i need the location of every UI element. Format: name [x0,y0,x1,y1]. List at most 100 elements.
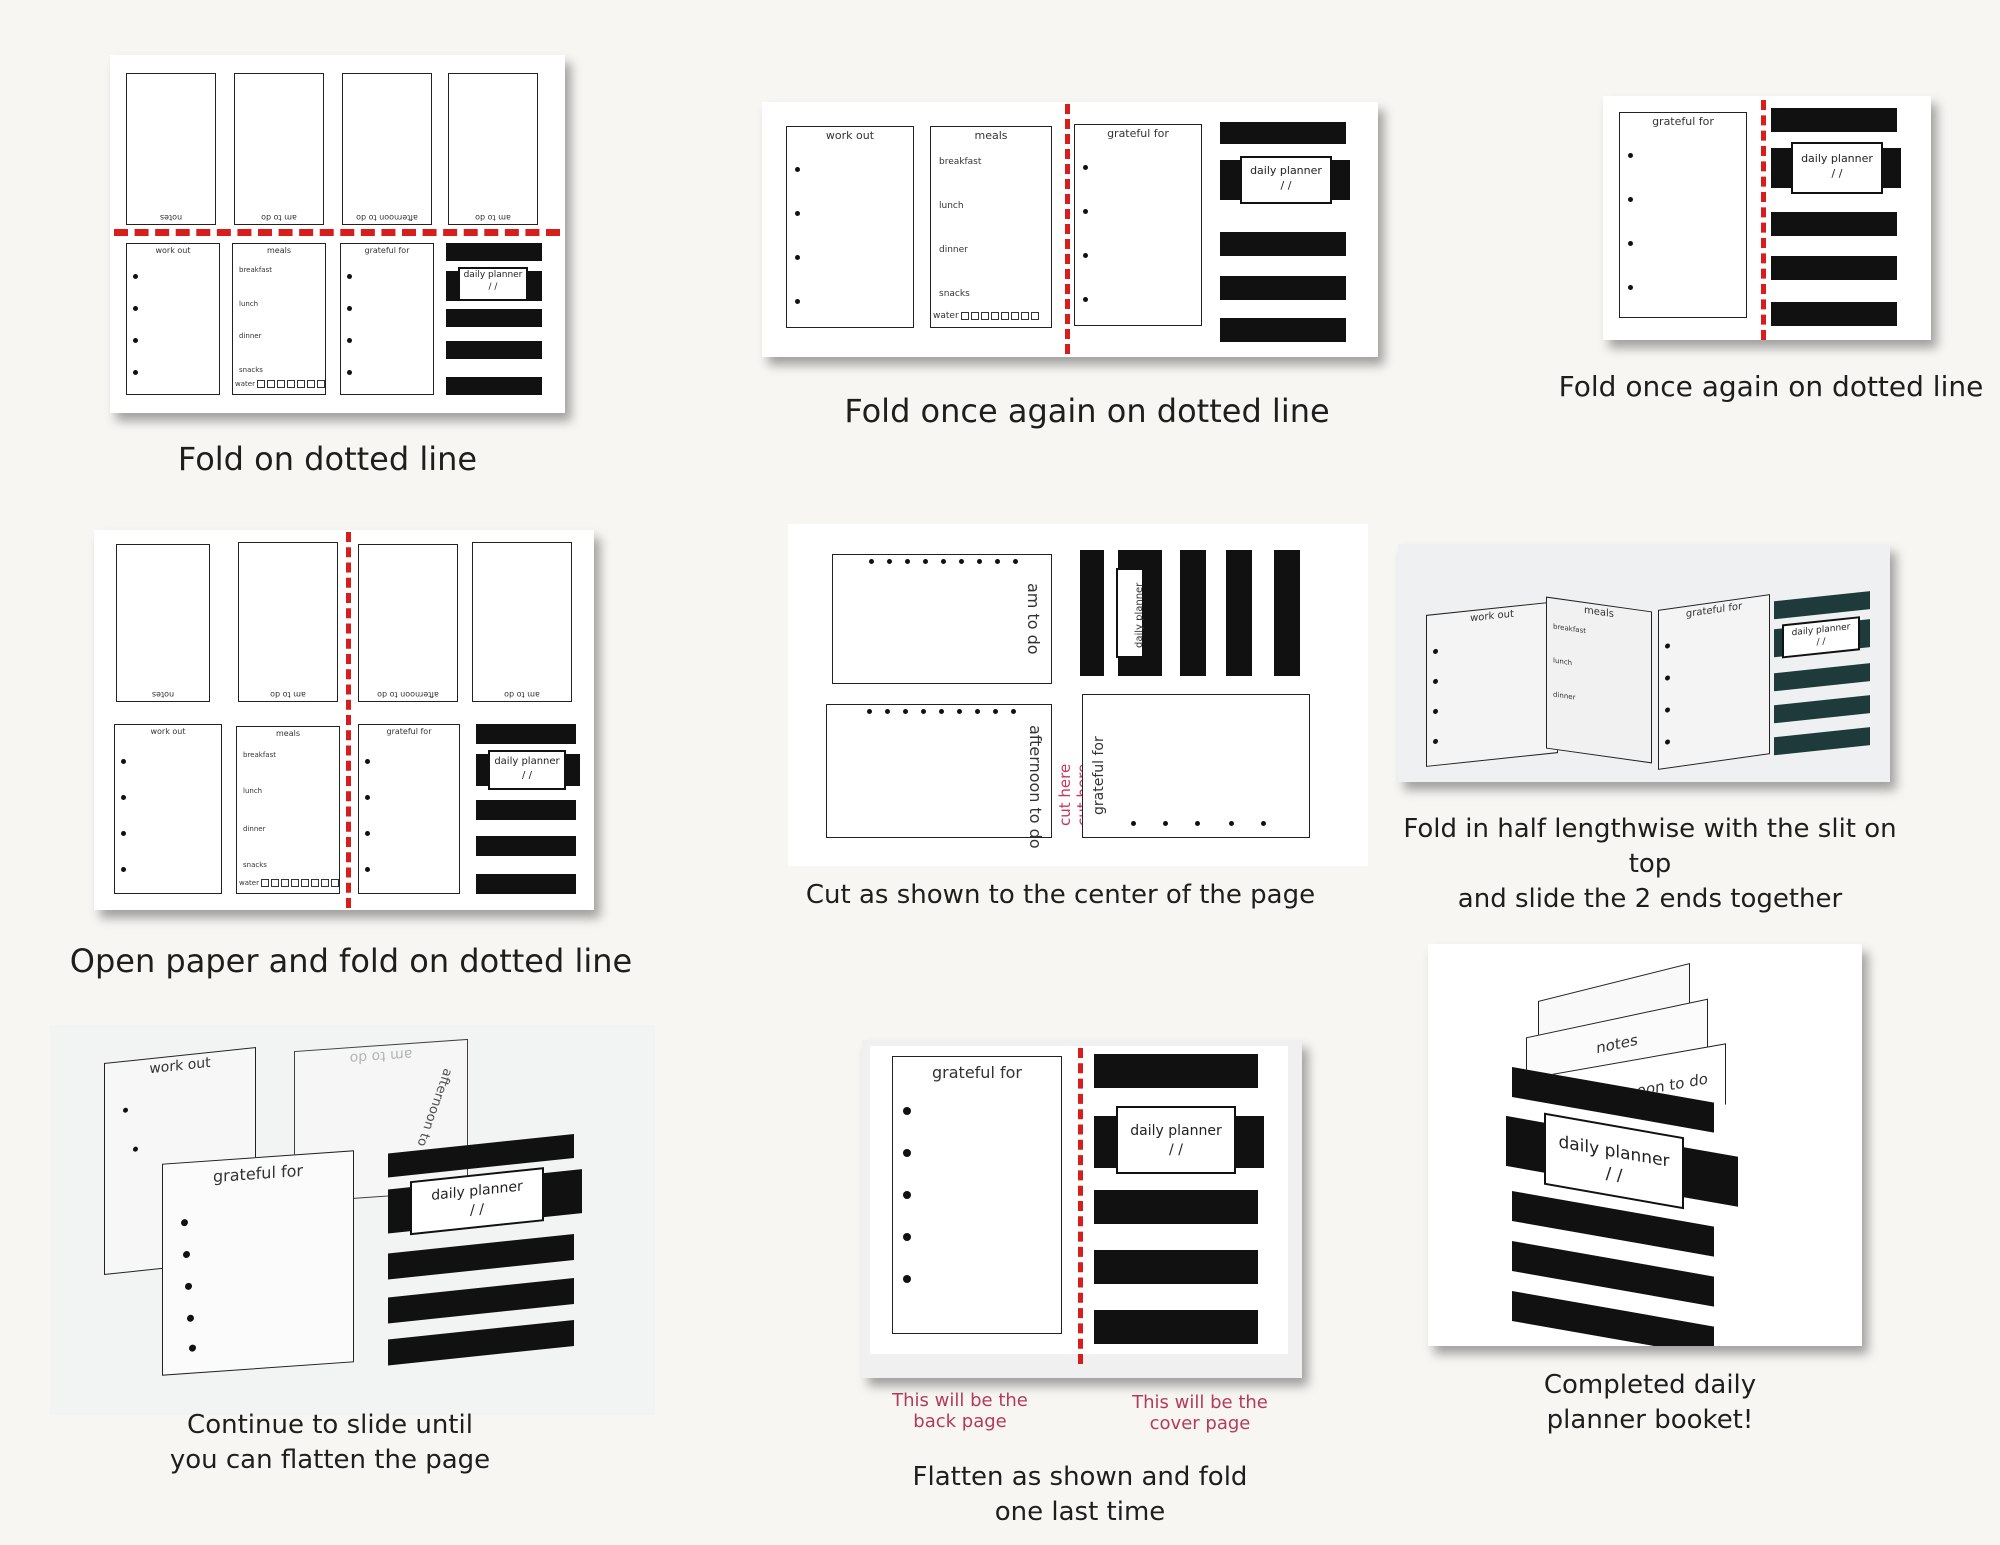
meal-breakfast: breakfast [239,266,272,274]
panel-title: am to do [261,213,297,222]
panel-work-out: work out [1426,601,1558,767]
meal-snacks: snacks [939,289,970,299]
daily-planner-label: daily planner/ / [1116,1106,1236,1174]
panel-title: grateful for [386,727,432,736]
cut-here-label: cut here [1056,763,1074,826]
panel-title: grateful for [364,246,410,255]
step9-photo: notes afternoon to do daily planner/ / [1428,944,1862,1346]
meal-snacks: snacks [239,366,263,374]
panel-title: grateful for [1652,115,1714,128]
panel-title: am to do [475,213,511,222]
step9-caption: Completed daily planner booket! [1543,1370,1757,1436]
panel-title: notes [151,690,175,699]
panel-title: meals [275,729,300,738]
cover-stripes: daily planner/ / [1774,591,1874,762]
panel-title: grateful for [932,1063,1022,1082]
panel-work-out: work out [786,126,914,328]
step6-photo: work out meals breakfast lunch dinner gr… [1398,544,1890,782]
meal-breakfast: breakfast [243,751,276,759]
cover-stripes: daily planner/ / [446,243,542,398]
panel-title: meals [266,246,291,255]
panel-title: grateful for [1685,601,1743,620]
panel-am-to-do: am to do [234,73,324,225]
panel-meals: meals breakfast lunch dinner snacks wate… [232,243,326,395]
panel-title: afternoon to do [356,213,418,222]
panel-afternoon-to-do: afternoon to do [826,704,1052,849]
panel-work-out: work out [126,243,220,395]
water-tracker: water [933,311,1039,321]
cover-stripes: daily planner/ / [1500,1064,1740,1346]
daily-planner-vertical: daily planner [1134,582,1145,648]
meal-snacks: snacks [243,861,267,869]
panel-title: afternoon to do [377,690,439,699]
step4-caption: Open paper and fold on dotted line [69,942,633,980]
meal-lunch: lunch [939,201,964,211]
panel-grateful-for: grateful for [1074,124,1202,326]
panel-am-to-do-2: am to do [472,542,572,702]
fold-line [346,532,351,908]
panel-grateful-for: grateful for [892,1056,1062,1334]
step3-photo: grateful for daily planner/ / [1603,96,1931,340]
panel-meals: meals breakfast lunch dinner [1546,596,1652,764]
fold-line [1065,104,1070,354]
step2-caption: Fold once again on dotted line [844,392,1330,430]
panel-title: notes [159,213,183,222]
step6-caption: Fold in half lengthwise with the slit on… [1403,814,1897,915]
meal-dinner: dinner [239,332,262,340]
step3-caption: Fold once again on dotted line [1558,370,1984,403]
panel-title: afternoon to do [1026,725,1045,849]
step7-photo: work out am to do afternoon to do gratef… [50,1025,655,1415]
water-label: water [933,311,959,321]
panel-grateful-for: grateful for [358,724,460,894]
panel-notes: notes [116,544,210,702]
panel-title: am to do [504,690,540,699]
panel-title: grateful for [1107,127,1169,140]
cover-stripes: daily planner/ / [476,724,580,899]
cover-stripes-vertical: daily planner [1080,550,1340,680]
panel-title: meals [974,129,1008,142]
meal-lunch: lunch [239,300,259,308]
water-tracker: water [235,380,325,388]
meal-breakfast: breakfast [1553,622,1586,636]
panel-am-to-do: am to do [832,554,1052,684]
panel-am-to-do-2: am to do [448,73,538,225]
meal-lunch: lunch [243,787,263,795]
panel-title: am to do [270,690,306,699]
step8-photo: grateful for daily planner/ / [862,1040,1302,1378]
step5-caption: Cut as shown to the center of the page [805,880,1316,910]
water-label: water [235,380,255,388]
panel-am-to-do: am to do [238,542,338,702]
cover-stripes: daily planner/ / [1771,108,1901,328]
panel-title: am to do [1024,583,1043,655]
water-tracker: water [239,879,339,887]
panel-work-out: work out [114,724,222,894]
meal-breakfast: breakfast [939,157,982,167]
panel-title: grateful for [213,1160,303,1187]
daily-planner-label: daily planner/ / [458,267,528,301]
fold-line [1078,1048,1083,1364]
panel-afternoon-to-do: afternoon to do [358,544,458,702]
step5-photo: am to do afternoon to do cut here cut he… [788,524,1368,866]
daily-planner-label: daily planner/ / [488,750,566,790]
daily-planner-label: daily planner/ / [1544,1112,1684,1210]
back-page-note: This will be the back page [892,1390,1028,1432]
panel-grateful-for: grateful for [340,243,434,395]
daily-planner-label: daily planner/ / [1791,142,1883,194]
cover-stripes: daily planner/ / [388,1132,588,1385]
meal-dinner: dinner [243,825,266,833]
panel-grateful-for: grateful for [162,1150,354,1376]
panel-title: meals [1583,604,1614,621]
meal-dinner: dinner [1553,690,1576,702]
meal-lunch: lunch [1553,656,1573,668]
panel-meals: meals breakfast lunch dinner snacks wate… [236,726,340,894]
panel-afternoon-to-do: afternoon to do [342,73,432,225]
panel-title: work out [1470,608,1514,625]
daily-planner-label: daily planner/ / [1782,616,1860,659]
step1-photo: notes am to do afternoon to do am to do … [110,55,565,413]
daily-planner-label [1116,568,1144,658]
step7-caption: Continue to slide until you can flatten … [169,1410,491,1476]
meal-dinner: dinner [939,245,968,255]
daily-planner-label: daily planner/ / [1240,156,1332,204]
fold-line [1761,100,1766,340]
step2-photo: work out meals breakfast lunch dinner sn… [762,102,1378,357]
